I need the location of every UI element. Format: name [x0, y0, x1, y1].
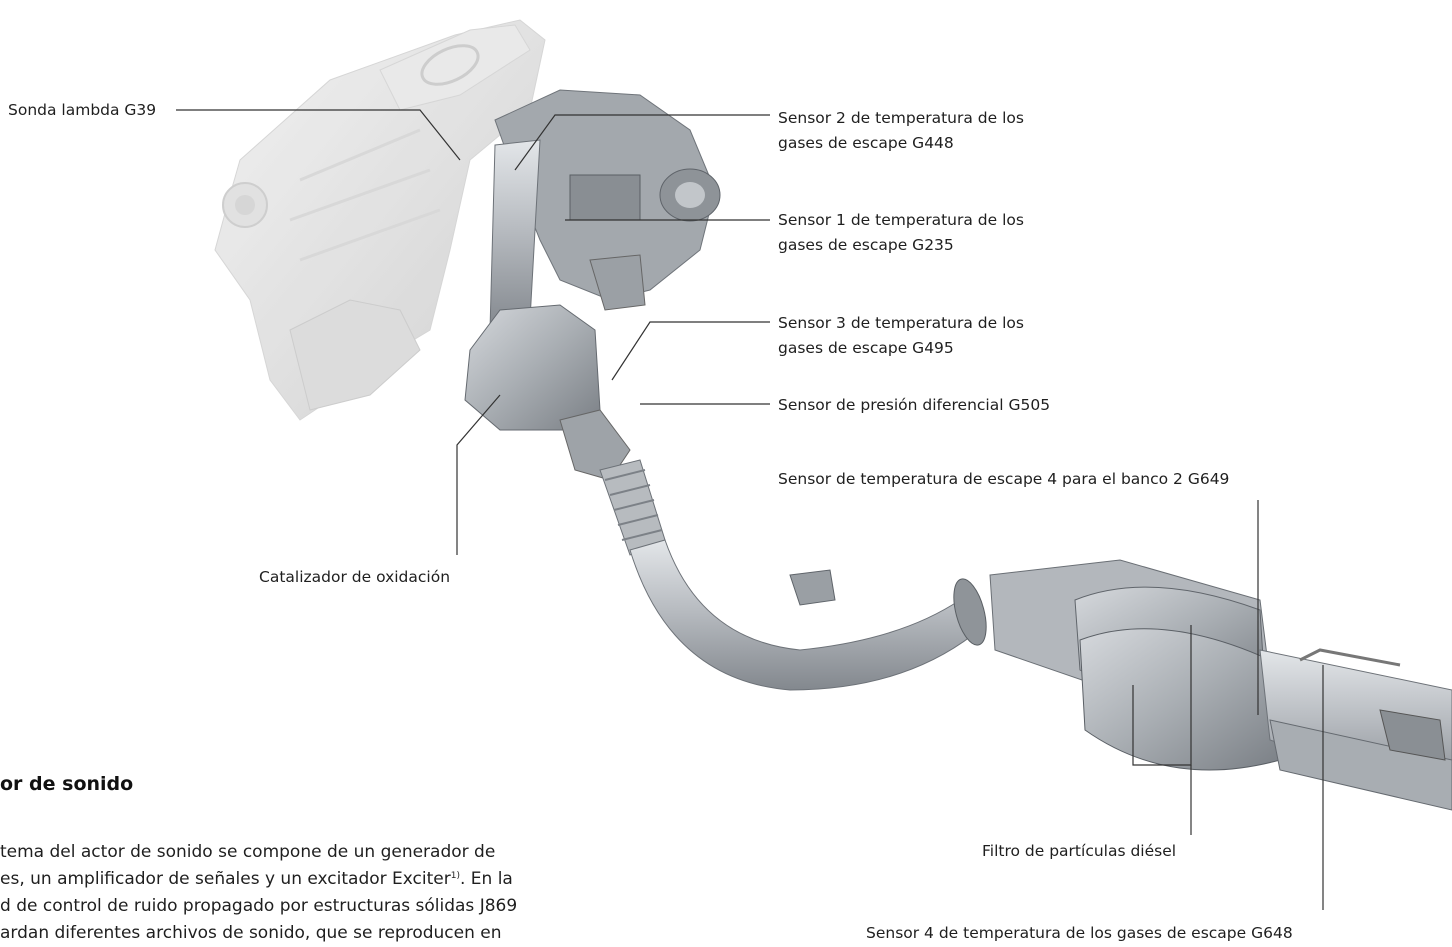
- label-sensor-bank2: Sensor de temperatura de escape 4 para e…: [778, 467, 1229, 491]
- section-heading: or de sonido: [0, 773, 133, 795]
- section-body-line2-b: . En la: [460, 869, 513, 889]
- section-body-line4: ardan diferentes archivos de sonido, que…: [0, 923, 502, 943]
- label-sensor-4: Sensor 4 de temperatura de los gases de …: [866, 921, 1293, 945]
- label-sensor-1-line1: Sensor 1 de temperatura de los: [778, 208, 1024, 232]
- exhaust-pipe: [600, 460, 992, 690]
- section-body-line2-a: es, un amplificador de señales y un exci…: [0, 869, 451, 889]
- label-sensor-2-line2: gases de escape G448: [778, 131, 954, 155]
- label-sensor-2-line1: Sensor 2 de temperatura de los: [778, 106, 1024, 130]
- label-oxidation-catalyst: Catalizador de oxidación: [259, 565, 450, 589]
- label-lambda-probe: Sonda lambda G39: [8, 98, 156, 122]
- section-body-line2: es, un amplificador de señales y un exci…: [0, 869, 513, 889]
- label-sensor-3-line1: Sensor 3 de temperatura de los: [778, 311, 1024, 335]
- label-sensor-1-line2: gases de escape G235: [778, 233, 954, 257]
- rear-pipes: [1260, 650, 1452, 810]
- label-sensor-3-line2: gases de escape G495: [778, 336, 954, 360]
- label-pressure-sensor: Sensor de presión diferencial G505: [778, 393, 1050, 417]
- section-body-line3: d de control de ruido propagado por estr…: [0, 896, 517, 916]
- diesel-particulate-filters: [990, 560, 1280, 770]
- label-dpf: Filtro de partículas diésel: [982, 839, 1176, 863]
- footnote-marker: 1): [451, 871, 460, 881]
- section-body-line1: tema del actor de sonido se compone de u…: [0, 842, 495, 862]
